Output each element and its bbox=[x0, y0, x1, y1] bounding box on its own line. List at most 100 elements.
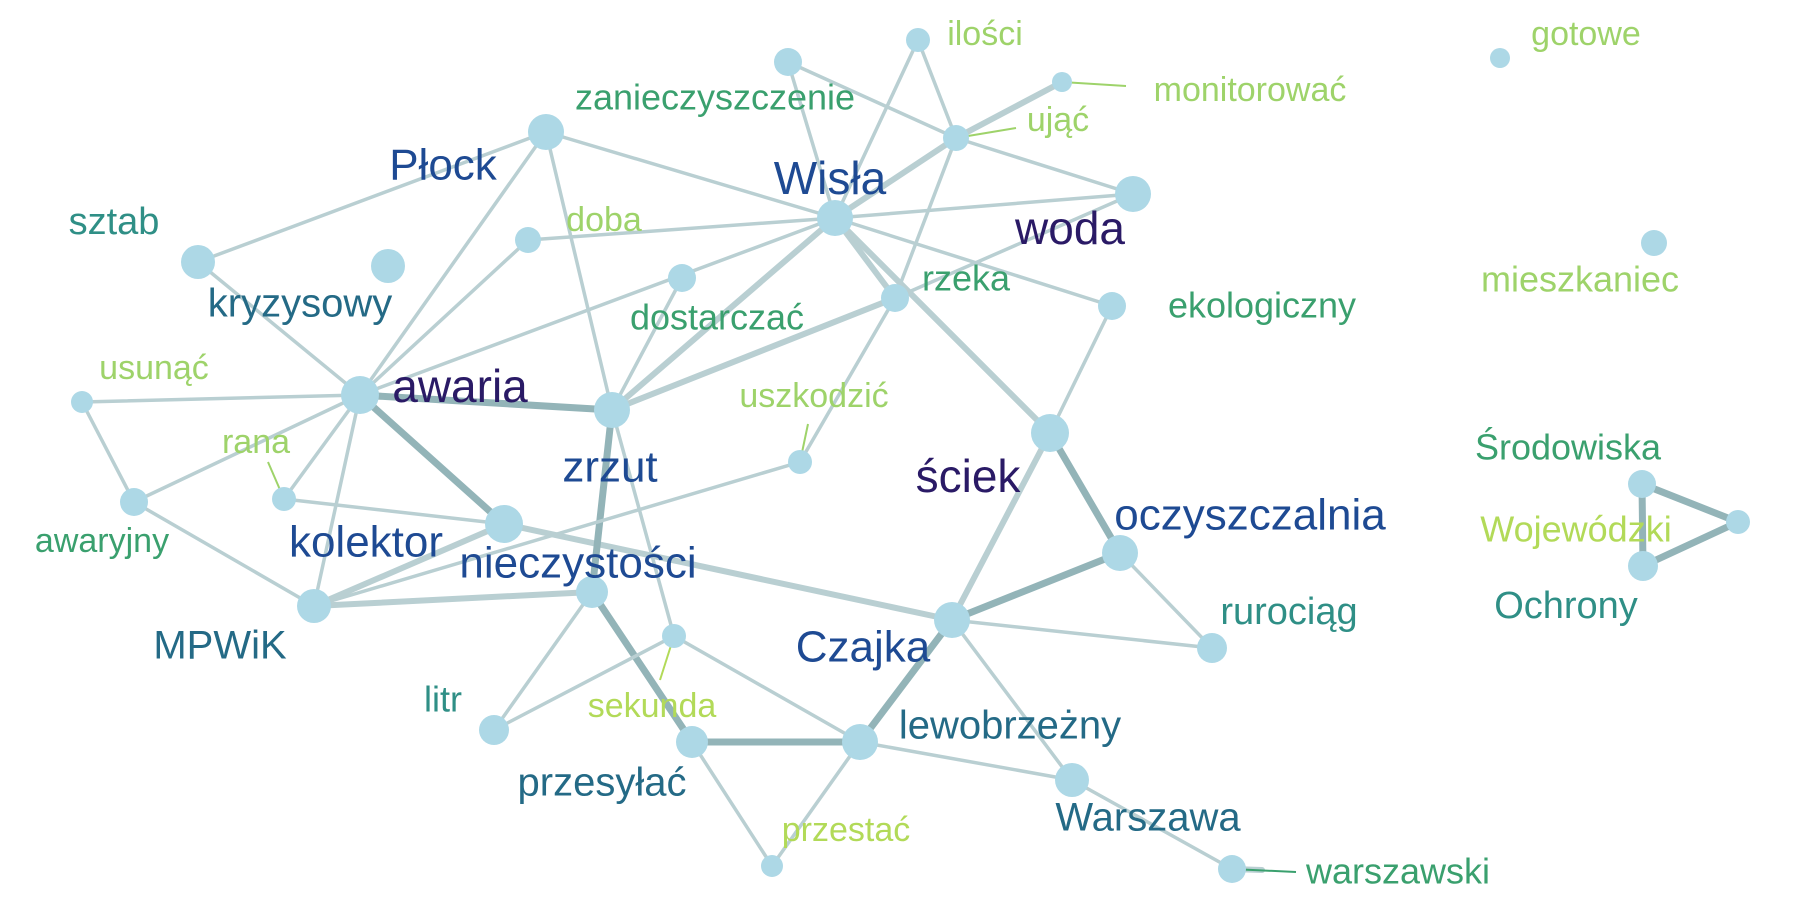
node-kryzysowy bbox=[371, 249, 405, 283]
label-monitorować: monitorować bbox=[1154, 71, 1347, 109]
edge-awaryjny-MPWiK bbox=[132, 500, 316, 608]
edge-zrzut-nieczystości bbox=[588, 406, 616, 596]
node-rzeka bbox=[881, 284, 909, 312]
node-uszkodzić bbox=[788, 450, 812, 474]
edge-przestać-lewobrzeżny bbox=[770, 740, 862, 868]
label-MPWiK: MPWiK bbox=[153, 624, 287, 668]
edge-awaria-usunąć bbox=[80, 393, 362, 404]
label-awaria: awaria bbox=[392, 360, 528, 412]
node-ściek bbox=[1031, 414, 1069, 452]
node-gotowe bbox=[1490, 48, 1510, 68]
edge-lewobrzeżny-Czajka bbox=[856, 616, 956, 746]
edge-rzeka-zrzut bbox=[609, 295, 898, 413]
node-monitorować bbox=[1052, 72, 1072, 92]
leader-line-monitorować bbox=[1061, 81, 1127, 87]
label-usunąć: usunąć bbox=[99, 349, 209, 387]
edge-ująć-woda bbox=[954, 136, 1135, 196]
edge-n_top-ująć bbox=[786, 60, 958, 140]
edge-ściek-ekologiczny bbox=[1048, 304, 1114, 435]
edge-Czajka-rurociąg bbox=[950, 618, 1214, 650]
node-nieczystości bbox=[576, 576, 608, 608]
edge-nieczystości-litr bbox=[492, 590, 594, 732]
label-Czajka: Czajka bbox=[796, 623, 931, 672]
node-zrzut bbox=[594, 392, 630, 428]
label-przestać: przestać bbox=[782, 811, 911, 849]
edge-ilości-ująć bbox=[916, 38, 958, 140]
node-warszawski bbox=[1218, 855, 1246, 883]
edge-awaria-kolektor bbox=[356, 391, 508, 528]
label-ekologiczny: ekologiczny bbox=[1168, 285, 1356, 326]
label-Wojewódzki: Wojewódzki bbox=[1480, 509, 1671, 550]
node-Warszawa bbox=[1055, 763, 1089, 797]
label-Warszawa: Warszawa bbox=[1055, 796, 1241, 840]
node-ekologiczny bbox=[1098, 292, 1126, 320]
node-Środowiska bbox=[1628, 470, 1656, 498]
edge-Wisła-woda bbox=[833, 192, 1135, 220]
label-litr: litr bbox=[424, 679, 462, 720]
edge-ująć-Wisła bbox=[832, 135, 959, 221]
node-n_top bbox=[774, 48, 802, 76]
node-litr bbox=[479, 715, 509, 745]
label-nieczystości: nieczystości bbox=[459, 539, 696, 588]
node-mieszkaniec bbox=[1641, 230, 1667, 256]
edge-kolektor-MPWiK bbox=[311, 521, 507, 609]
edge-Płock-zrzut bbox=[544, 130, 614, 412]
edge-Płock-sztab bbox=[196, 130, 548, 264]
edge-ściek-oczyszczalnia bbox=[1046, 429, 1124, 557]
edge-usunąć-awaryjny bbox=[80, 400, 136, 504]
edge-Czajka-ściek bbox=[949, 430, 1053, 623]
node-Ochrony bbox=[1628, 551, 1658, 581]
label-kryzysowy: kryzysowy bbox=[208, 282, 392, 326]
node-sekunda bbox=[662, 624, 686, 648]
edge-sekunda-lewobrzeżny bbox=[672, 634, 862, 744]
edge-awaria-rana bbox=[282, 393, 362, 501]
label-Środowiska: Środowiska bbox=[1475, 426, 1662, 468]
edge-przesyłać-przestać bbox=[690, 740, 774, 868]
node-przesyłać bbox=[676, 726, 708, 758]
node-Płock bbox=[528, 114, 564, 150]
label-Wisła: Wisła bbox=[774, 152, 887, 204]
label-rana: rana bbox=[222, 423, 290, 461]
edge-oczyszczalnia-rurociąg bbox=[1118, 551, 1214, 650]
labels-layer: WisławodaawariaściekPłockzrzutkolektoroc… bbox=[35, 15, 1679, 892]
label-Płock: Płock bbox=[389, 141, 498, 190]
node-doba bbox=[515, 227, 541, 253]
label-ilości: ilości bbox=[947, 15, 1023, 53]
label-rurociąg: rurociąg bbox=[1220, 591, 1357, 633]
edge-rana-kolektor bbox=[282, 497, 506, 526]
edge-MPWiK-awaria bbox=[312, 393, 362, 608]
edge-MPWiK-nieczystości bbox=[311, 589, 595, 609]
node-Wisła bbox=[817, 200, 853, 236]
edge-Wisła-doba bbox=[526, 216, 837, 242]
label-lewobrzeżny: lewobrzeżny bbox=[899, 704, 1121, 748]
edge-Środowiska-Wojewódzki bbox=[1638, 480, 1742, 526]
edge-Wisła-awaria bbox=[358, 216, 837, 397]
label-awaryjny: awaryjny bbox=[35, 522, 169, 560]
edge-kolektor-Czajka bbox=[501, 521, 955, 623]
edge-Czajka-oczyszczalnia bbox=[948, 549, 1124, 624]
edge-zrzut-sekunda bbox=[610, 408, 676, 638]
edge-lewobrzeżny-Warszawa bbox=[858, 740, 1074, 782]
label-rzeka: rzeka bbox=[922, 258, 1011, 299]
label-warszawski: warszawski bbox=[1305, 851, 1490, 892]
nodes-layer bbox=[71, 28, 1750, 883]
node-kolektor bbox=[485, 505, 523, 543]
label-zanieczyszczenie: zanieczyszczenie bbox=[575, 77, 855, 118]
edge-Czajka-Warszawa bbox=[950, 618, 1074, 782]
edge-Warszawa-warszawski bbox=[1070, 778, 1234, 871]
node-ilości bbox=[906, 28, 930, 52]
edge-dostarczać-zrzut bbox=[610, 276, 684, 412]
label-kolektor: kolektor bbox=[289, 518, 443, 567]
node-Czajka bbox=[934, 602, 970, 638]
node-sztab bbox=[181, 245, 215, 279]
edge-Wojewódzki-Ochrony bbox=[1639, 518, 1742, 570]
edge-nieczystości-przesyłać bbox=[588, 588, 696, 746]
edge-n_top-Wisła bbox=[786, 60, 837, 220]
label-oczyszczalnia: oczyszczalnia bbox=[1114, 491, 1386, 540]
label-sekunda: sekunda bbox=[588, 687, 717, 725]
node-przestać bbox=[761, 855, 783, 877]
node-rurociąg bbox=[1197, 633, 1227, 663]
node-oczyszczalnia bbox=[1102, 535, 1138, 571]
label-gotowe: gotowe bbox=[1531, 15, 1641, 53]
